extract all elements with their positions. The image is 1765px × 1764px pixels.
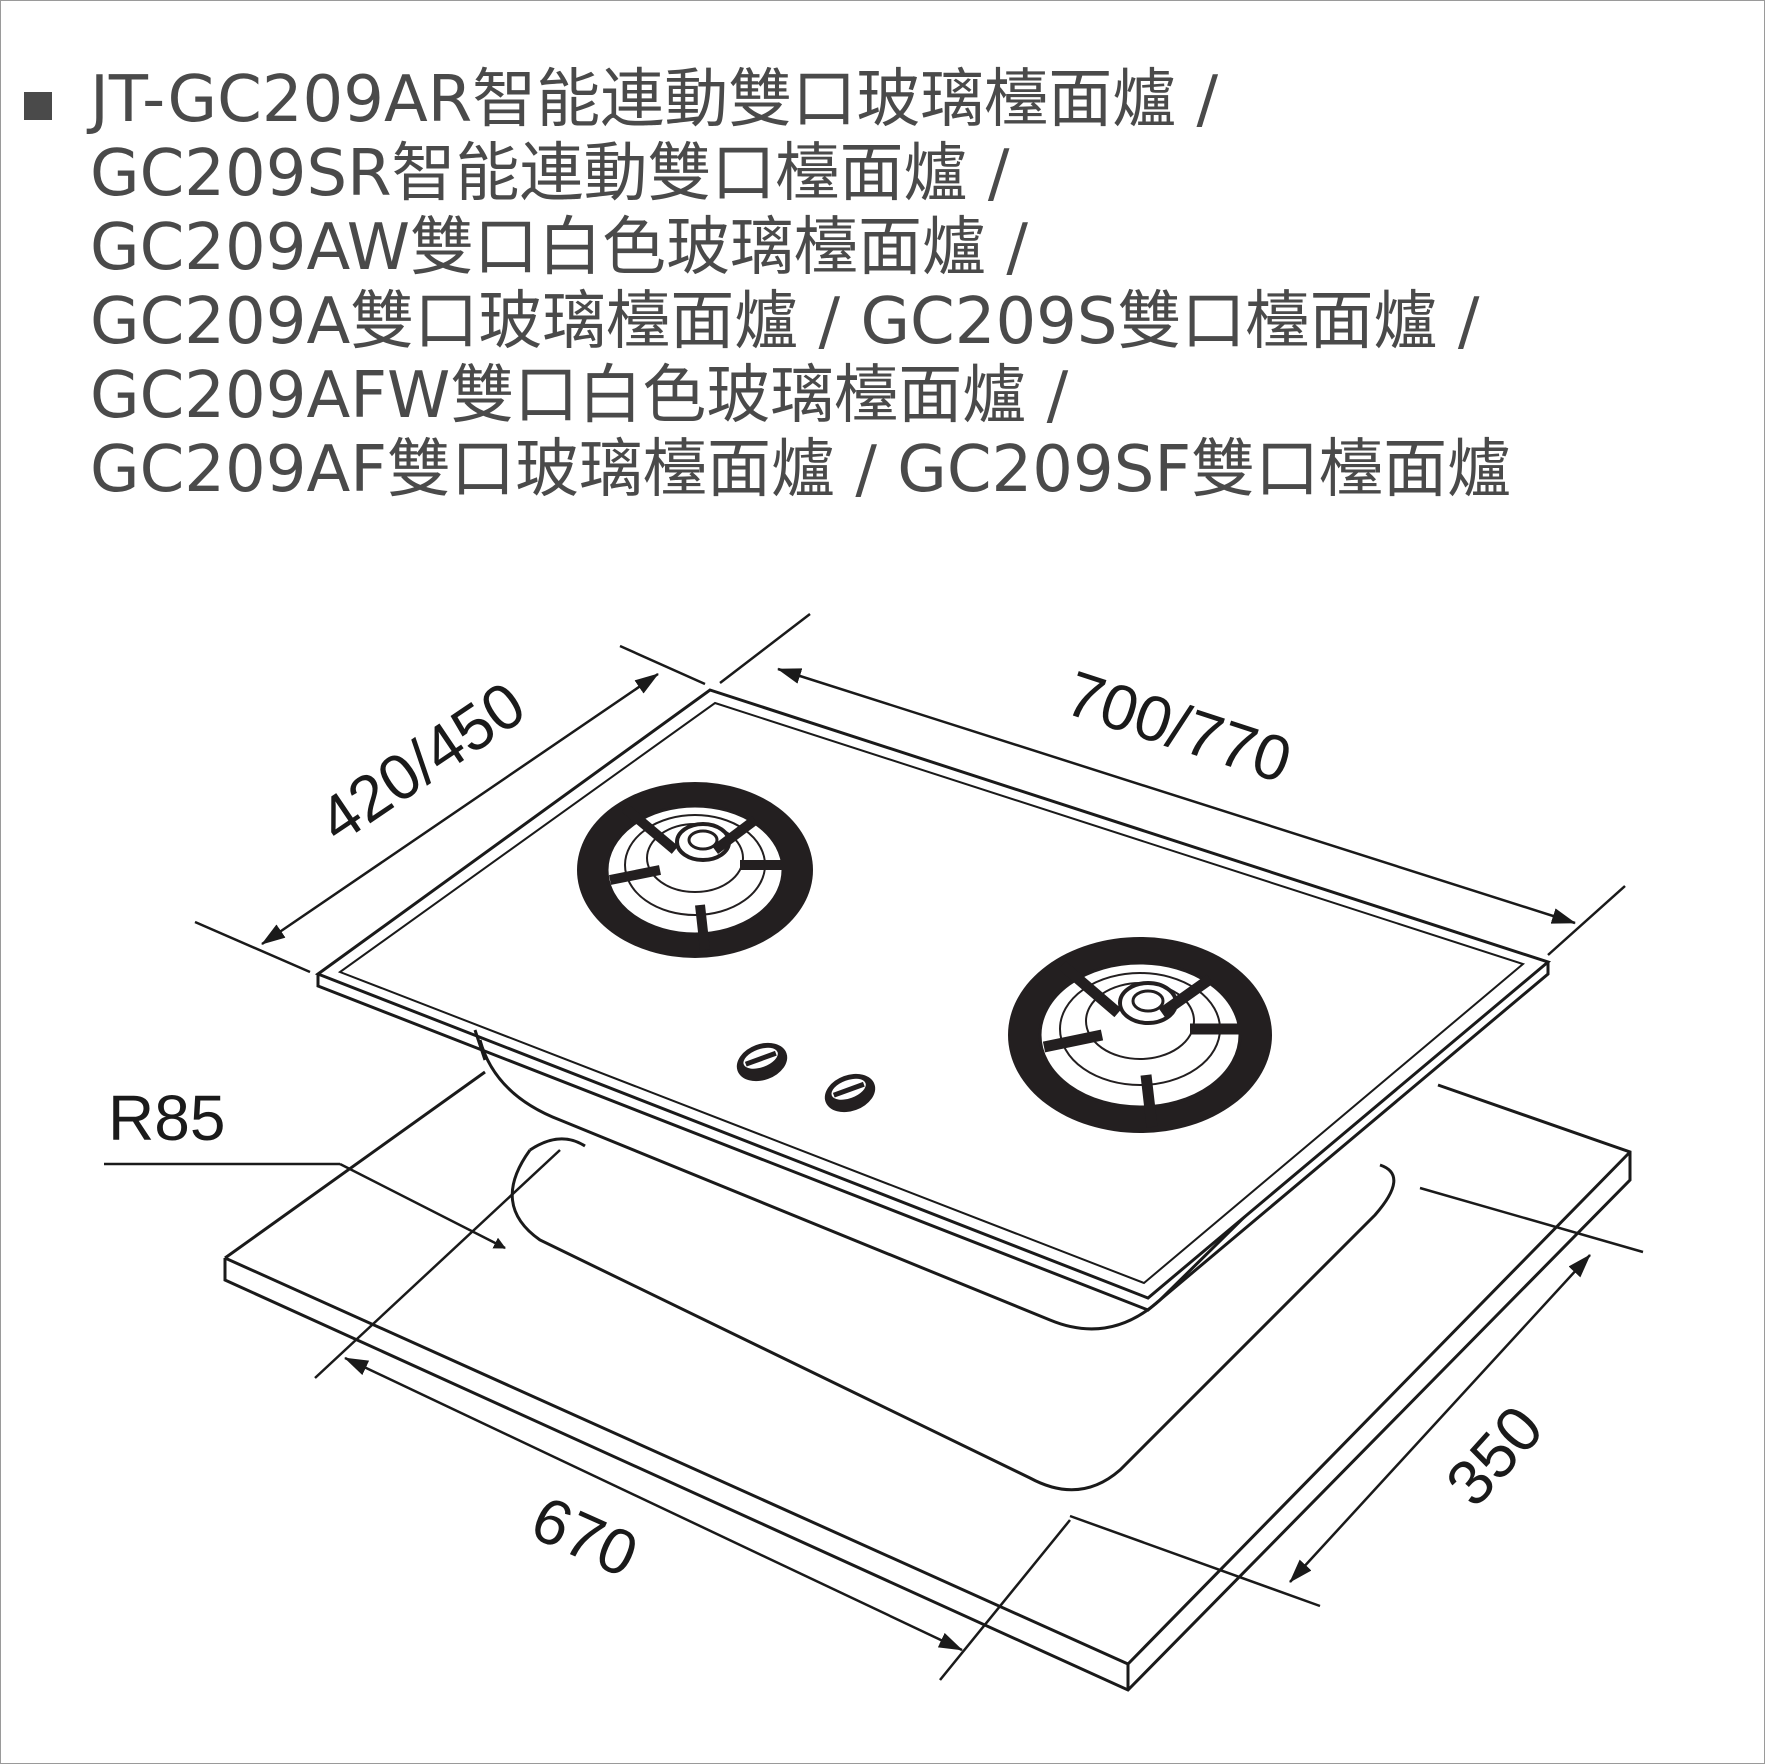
dimension-cutout-width-label: 670 [521, 1482, 648, 1591]
control-knob-left [736, 1042, 788, 1082]
countertop-cutout [510, 1149, 1396, 1492]
title-line-4: GC209A雙口玻璃檯面爐 / GC209S雙口檯面爐 / [90, 285, 1480, 359]
title-line-6: GC209AF雙口玻璃檯面爐 / GC209SF雙口檯面爐 [90, 433, 1512, 507]
dimension-radius-label: R85 [108, 1082, 225, 1154]
dimension-depth [194, 644, 706, 974]
control-knob-right [824, 1073, 876, 1113]
dimension-cutout-width [314, 1149, 1071, 1681]
bullet-square-icon [24, 92, 52, 120]
title-line-5: GC209AFW雙口白色玻璃檯面爐 / [90, 359, 1069, 433]
countertop-cutout-back [529, 1137, 586, 1152]
cooktop-glass-top [314, 688, 1552, 1312]
title-line-3: GC209AW雙口白色玻璃檯面爐 / [90, 211, 1028, 285]
dimension-cutout-depth [1069, 1186, 1644, 1608]
dimension-width-label: 700/770 [1058, 657, 1300, 797]
title-line-2: GC209SR智能連動雙口檯面爐 / [90, 137, 1010, 211]
right-burner [1008, 937, 1272, 1133]
dimension-cutout-depth-label: 350 [1432, 1392, 1557, 1520]
title-line-1: JT-GC209AR智能連動雙口玻璃檯面爐 / [90, 63, 1219, 137]
dimension-radius [104, 1162, 506, 1250]
left-burner [577, 782, 813, 958]
dimension-depth-label: 420/450 [306, 668, 538, 857]
dimension-width [719, 613, 1626, 956]
